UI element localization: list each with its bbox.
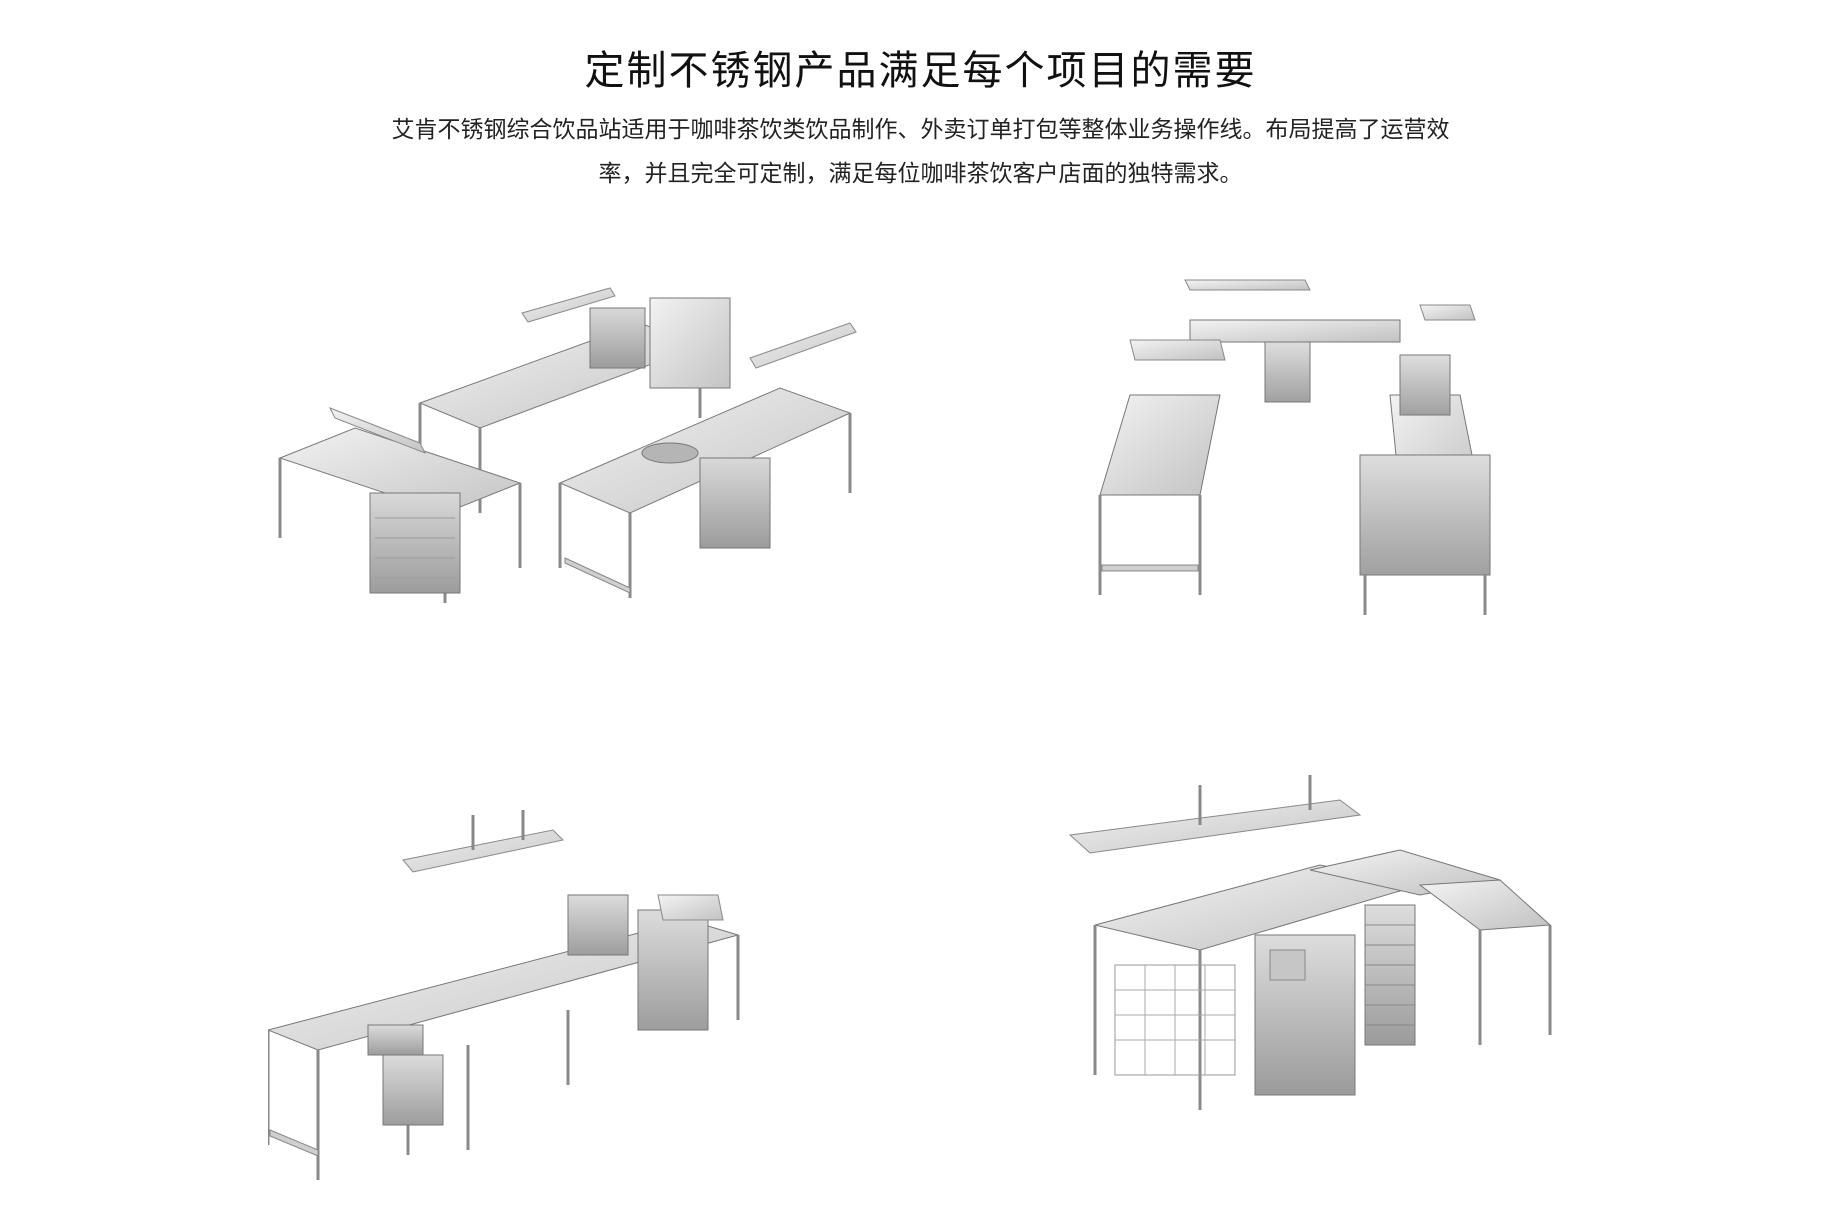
stainless-station-illustration-4 [1068, 775, 1552, 1110]
product-photo-u-shaped-station [260, 268, 870, 698]
product-photo-dual-row-station [1090, 265, 1530, 675]
intro-paragraph: 艾肯不锈钢综合饮品站适用于咖啡茶饮类饮品制作、外卖订单打包等整体业务操作线。布局… [0, 108, 1841, 196]
stainless-station-illustration-2 [1098, 279, 1491, 615]
intro-line-1: 艾肯不锈钢综合饮品站适用于咖啡茶饮类饮品制作、外卖订单打包等整体业务操作线。布局… [391, 117, 1450, 143]
product-photo-prep-tables [1060, 775, 1580, 1195]
stainless-station-illustration-3 [268, 810, 740, 1180]
product-photo-linear-station [268, 810, 868, 1190]
intro-line-2: 率，并且完全可定制，满足每位咖啡茶饮客户店面的独特需求。 [598, 161, 1243, 187]
page-title: 定制不锈钢产品满足每个项目的需要 [584, 48, 1257, 94]
stainless-station-illustration-1 [278, 287, 857, 603]
